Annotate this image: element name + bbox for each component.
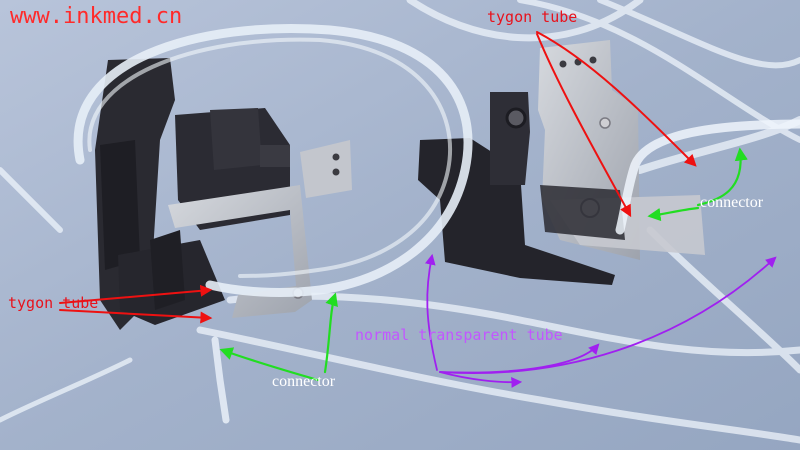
connecting-tubes <box>73 24 800 424</box>
watermark-text: www.inkmed.cn <box>10 4 183 29</box>
normal-transparent-tube-label: normal transparent tube <box>355 326 563 344</box>
tygon-tube-label-left: tygon tube <box>8 294 99 312</box>
left-pump-assembly <box>95 58 352 330</box>
normal-tube-arrows <box>424 253 777 388</box>
connector-label-left: connector <box>272 373 336 390</box>
connector-arrows <box>219 147 748 382</box>
tygon-arrows <box>59 31 697 324</box>
connector-label-right: connector <box>700 194 764 211</box>
tygon-tube-label-top: tygon tube <box>487 8 578 26</box>
